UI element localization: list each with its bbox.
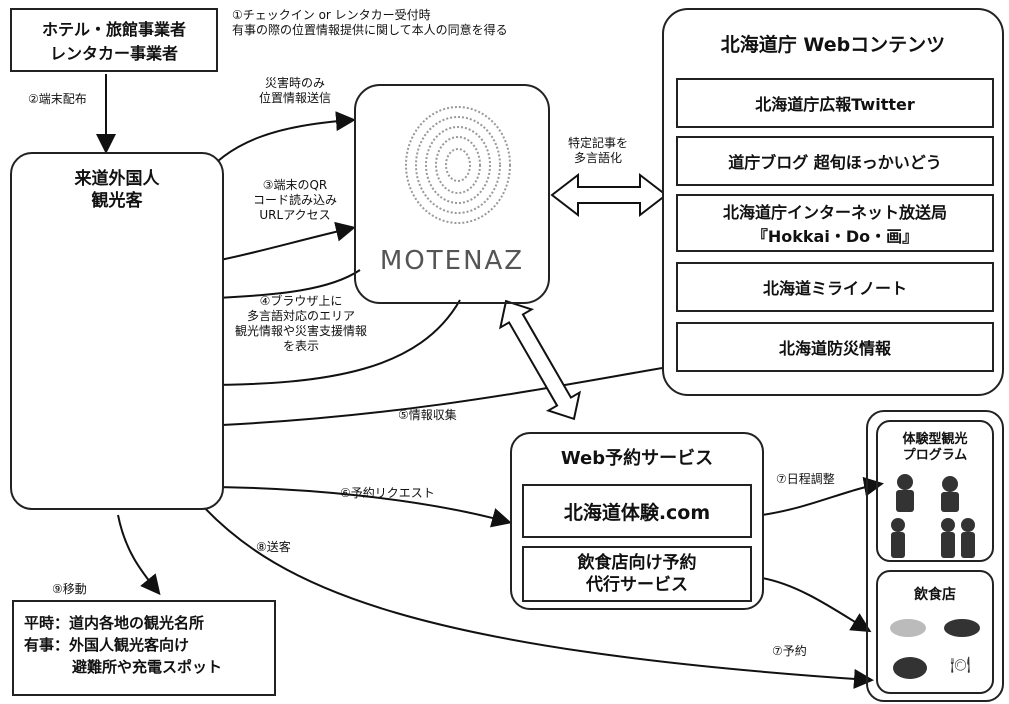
arrow-step3 bbox=[219, 221, 356, 261]
web-item-mirainote: 北海道ミライノート bbox=[676, 262, 994, 312]
translate-line2: 多言語化 bbox=[573, 151, 622, 165]
web-item-disaster: 北海道防災情報 bbox=[676, 322, 994, 372]
step3-line2: コード読み込み bbox=[252, 193, 337, 207]
tourist-title: 来道外国人 観光客 bbox=[12, 168, 222, 212]
web-item-broadcast-label: 北海道庁インターネット放送局 bbox=[722, 203, 947, 222]
web-item-blog: 道庁ブログ 超旬ほっかいどう bbox=[676, 136, 994, 186]
reserve-item-restaurant: 飲食店向け予約 代行サービス bbox=[522, 546, 752, 602]
disaster-send-line1: 災害時のみ bbox=[264, 76, 325, 90]
web-item-twitter: 北海道庁広報Twitter bbox=[676, 78, 994, 128]
web-item-mirainote-label: 北海道ミライノート bbox=[762, 279, 907, 298]
hotel-rental-box: ホテル・旅館事業者 レンタカー事業者 bbox=[10, 8, 218, 72]
reserve-item-taiken-label: 北海道体験.com bbox=[563, 501, 711, 524]
arrow-step8 bbox=[199, 502, 874, 689]
motenaz-box: MOTENAZ bbox=[354, 84, 550, 304]
motenaz-fingerprint-icon bbox=[405, 106, 511, 224]
step4-line4: を表示 bbox=[282, 339, 319, 353]
step2-label: ②端末配布 bbox=[28, 92, 87, 106]
food-dishes-icon: 🍽 bbox=[890, 619, 980, 679]
step3-label: ③端末のQR コード読み込み URLアクセス bbox=[240, 178, 350, 223]
arrow-step9 bbox=[117, 514, 161, 596]
translate-label: 特定記事を 多言語化 bbox=[558, 136, 638, 166]
reserve-item-restaurant-line2: 代行サービス bbox=[586, 575, 688, 595]
arrow-to-web-contents bbox=[221, 357, 684, 426]
step4-line2: 多言語対応のエリア bbox=[246, 309, 355, 323]
experience-box: 体験型観光 プログラム bbox=[876, 420, 994, 562]
restaurant-title: 飲食店 bbox=[914, 587, 956, 603]
experience-people-icon bbox=[891, 474, 975, 558]
destination-line2: 有事：外国人観光客向け bbox=[24, 636, 190, 654]
web-item-blog-label: 道庁ブログ 超旬ほっかいどう bbox=[728, 153, 942, 172]
step1-line1: ①チェックイン or レンタカー受付時 bbox=[232, 8, 431, 22]
web-item-broadcast: 北海道庁インターネット放送局 『Hokkai・Do・画』 bbox=[676, 194, 994, 252]
step1-label: ①チェックイン or レンタカー受付時 有事の際の位置情報提供に関して本人の同意… bbox=[232, 8, 508, 38]
step4-label: ④ブラウザ上に 多言語対応のエリア 観光情報や災害支援情報 を表示 bbox=[226, 294, 376, 354]
step9-label: ⑨移動 bbox=[52, 582, 87, 596]
step6-label: ⑥予約リクエスト bbox=[340, 486, 435, 500]
experience-title: 体験型観光 プログラム bbox=[878, 432, 992, 464]
arrow-step4-line bbox=[214, 269, 361, 299]
destination-line1: 平時：道内各地の観光名所 bbox=[24, 614, 205, 632]
step5-label: ⑤情報収集 bbox=[398, 408, 457, 422]
experience-line2: プログラム bbox=[902, 448, 968, 463]
step4-line3: 観光情報や災害支援情報 bbox=[234, 324, 367, 338]
step1-line2: 有事の際の位置情報提供に関して本人の同意を得る bbox=[232, 23, 508, 37]
web-item-disaster-label: 北海道防災情報 bbox=[778, 339, 891, 358]
restaurant-box: 飲食店 bbox=[876, 570, 994, 694]
reserve-item-restaurant-line1: 飲食店向け予約 bbox=[577, 553, 697, 573]
step3-line1: ③端末のQR bbox=[262, 178, 328, 192]
step7b-label: ⑦予約 bbox=[772, 644, 807, 658]
tourist-box: 来道外国人 観光客 bbox=[10, 152, 224, 510]
arrow-step4-return bbox=[196, 299, 461, 395]
motenaz-logo: MOTENAZ bbox=[379, 246, 525, 276]
web-reserve-title: Web予約サービス bbox=[560, 448, 714, 469]
disaster-send-label: 災害時のみ 位置情報送信 bbox=[240, 76, 350, 106]
disaster-send-line2: 位置情報送信 bbox=[258, 91, 331, 105]
destination-box: 平時：道内各地の観光名所 有事：外国人観光客向け 避難所や充電スポット bbox=[12, 600, 276, 696]
translate-line1: 特定記事を bbox=[567, 136, 628, 150]
step7a-label: ⑦日程調整 bbox=[776, 472, 835, 486]
web-item-broadcast-sub: 『Hokkai・Do・画』 bbox=[751, 227, 919, 246]
tourist-line2: 観光客 bbox=[91, 191, 143, 211]
arrow-step7b bbox=[761, 577, 872, 633]
hotel-line1: ホテル・旅館事業者 bbox=[41, 20, 186, 39]
double-arrow-motenaz-reserve bbox=[498, 299, 582, 421]
web-contents-title: 北海道庁 Webコンテンツ bbox=[720, 34, 946, 56]
web-item-twitter-label: 北海道庁広報Twitter bbox=[755, 95, 915, 114]
tourist-line1: 来道外国人 bbox=[74, 169, 160, 189]
facilities-box bbox=[866, 410, 1004, 702]
arrow-step6 bbox=[199, 486, 512, 528]
step8-label: ⑧送客 bbox=[256, 540, 291, 554]
arrow-step7a bbox=[761, 476, 884, 516]
experience-line1: 体験型観光 bbox=[902, 432, 968, 447]
step4-line1: ④ブラウザ上に bbox=[259, 294, 343, 308]
double-arrow-motenaz-web bbox=[550, 172, 668, 218]
svg-text:🍽: 🍽 bbox=[950, 655, 970, 674]
step3-line3: URLアクセス bbox=[259, 208, 331, 222]
destination-line3: 避難所や充電スポット bbox=[72, 658, 223, 676]
hotel-line2: レンタカー事業者 bbox=[49, 44, 178, 63]
reserve-item-taiken: 北海道体験.com bbox=[522, 484, 752, 538]
